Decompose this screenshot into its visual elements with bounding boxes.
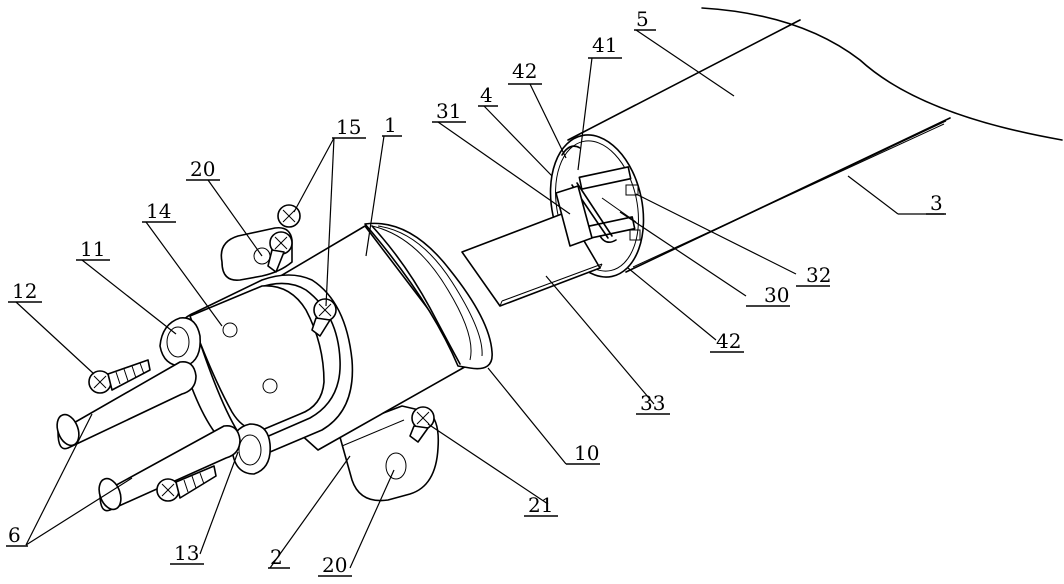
label-10: 10 [574,441,599,465]
label-11: 11 [80,237,105,261]
label-1: 1 [384,113,397,137]
part-33-plate [462,186,602,306]
label-42-top: 42 [512,59,537,83]
label-20-bottom: 20 [322,553,347,577]
label-33: 33 [640,391,665,415]
label-6: 6 [8,523,21,547]
label-21: 21 [528,493,553,517]
label-15: 15 [336,115,361,139]
label-20-top: 20 [190,157,215,181]
label-30: 30 [764,283,789,307]
label-32: 32 [806,263,831,287]
label-31: 31 [436,99,461,123]
label-42-bottom: 42 [716,329,741,353]
label-13: 13 [174,541,199,565]
label-3: 3 [930,191,943,215]
label-41: 41 [592,33,617,57]
label-14: 14 [146,199,171,223]
label-2: 2 [270,545,283,569]
label-4: 4 [480,83,493,107]
label-12: 12 [12,279,37,303]
label-5: 5 [636,7,649,31]
